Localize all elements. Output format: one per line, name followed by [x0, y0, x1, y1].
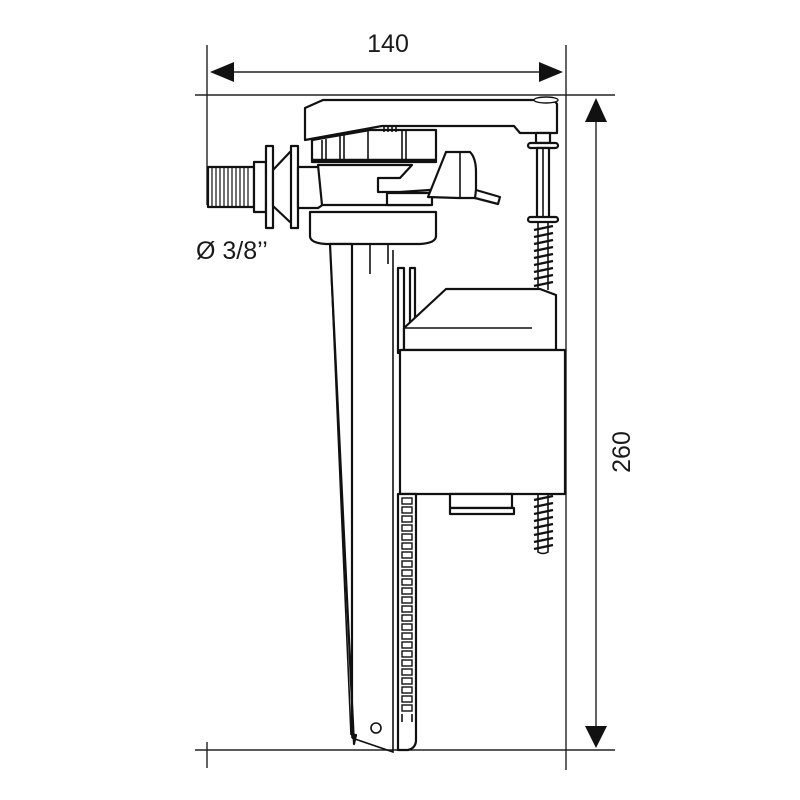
arrow-right-icon — [539, 62, 563, 82]
arrow-down-icon — [585, 726, 607, 748]
ratchet-strip — [396, 492, 418, 752]
height-label: 260 — [608, 431, 636, 473]
width-dimension: 140 — [206, 30, 567, 770]
tube-hole — [370, 722, 382, 734]
width-label: 140 — [367, 30, 409, 58]
valve-body — [303, 96, 559, 246]
inlet-diameter-label: Ø 3/8’’ — [196, 237, 268, 265]
height-dimension: 260 — [195, 94, 636, 768]
main-tube — [328, 242, 394, 754]
float-assembly — [396, 266, 567, 516]
arrow-up-icon — [585, 98, 607, 122]
adjustment-rod — [526, 131, 560, 555]
arrow-left-icon — [210, 62, 234, 82]
